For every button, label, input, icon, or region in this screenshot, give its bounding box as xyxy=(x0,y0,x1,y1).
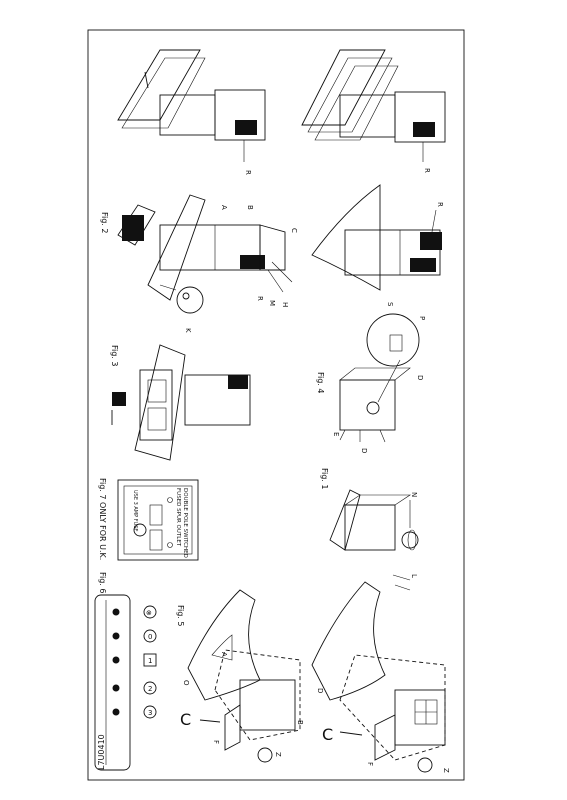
label-r-3: R xyxy=(256,296,264,301)
label-r-2: R xyxy=(423,168,431,173)
control-button-2: 1 xyxy=(148,657,152,665)
label-b: B xyxy=(246,205,254,210)
label-k: K xyxy=(184,328,192,333)
figure-6: Fig. 6 ⊗ 0 1 2 3 xyxy=(94,572,157,771)
label-s: S xyxy=(386,302,394,307)
figure-4: Fig. 4 S P D D E xyxy=(316,302,426,453)
hood-illustration-middle-right: R xyxy=(311,184,444,291)
label-b-2: B xyxy=(296,720,304,725)
fig4-title: Fig. 4 xyxy=(316,372,325,394)
fig2-title: Fig. 2 xyxy=(100,212,109,234)
figure-5: Fig. 5 O A F B Z C xyxy=(176,589,304,763)
label-e: E xyxy=(332,432,340,436)
label-a-2: A xyxy=(220,652,228,657)
hood-illustration-top-right: R xyxy=(301,49,446,173)
screw-symbol-1: C xyxy=(180,710,191,729)
label-p: P xyxy=(418,316,426,320)
figure-3: Fig. 3 xyxy=(110,344,251,461)
figure-5-second-view: D F Z C xyxy=(311,581,450,773)
doc-code: L7U0410 xyxy=(97,734,106,770)
uk-panel-title-1: DOUBLE POLE SWITCHED xyxy=(182,488,188,558)
uk-panel-title-2: FUSED SPUR OUTLET xyxy=(175,488,181,547)
uk-panel-fuse: USE 3 AMP FUSE xyxy=(132,490,138,532)
label-z-2: Z xyxy=(442,768,450,773)
control-button-4: 3 xyxy=(148,709,152,717)
fig5-title: Fig. 5 xyxy=(176,605,185,627)
label-r-4: R xyxy=(436,202,444,207)
fig3-title: Fig. 3 xyxy=(110,345,119,367)
control-panel-buttons: ⊗ 0 1 2 3 xyxy=(143,605,157,719)
label-f-2: F xyxy=(366,762,374,766)
control-panel-outline xyxy=(94,594,131,771)
page-frame xyxy=(87,29,465,781)
label-f-1: F xyxy=(212,740,220,744)
figure-1: Fig. 1 N L xyxy=(320,468,419,591)
label-m: M xyxy=(268,300,276,306)
label-r-1: R xyxy=(244,170,252,175)
fig6-title: Fig. 6 xyxy=(98,572,107,594)
uk-panel-knob xyxy=(133,523,147,537)
control-panel-leds xyxy=(112,608,120,716)
screw-symbol-2: C xyxy=(322,725,333,744)
figure-2: Fig. 2 K A B C R M H xyxy=(100,194,298,333)
label-d-1: D xyxy=(416,375,424,380)
label-n: N xyxy=(410,492,418,497)
control-button-0: ⊗ xyxy=(146,609,152,617)
fig1-title: Fig. 1 xyxy=(320,468,329,490)
label-z-1: Z xyxy=(274,752,282,757)
fig7-title: Fig. 7 ONLY FOR U.K. xyxy=(98,478,107,560)
figure-7: Fig. 7 ONLY FOR U.K. DOUBLE POLE SWITCHE… xyxy=(98,478,199,561)
label-d-2: D xyxy=(360,448,368,453)
control-button-1: 0 xyxy=(148,633,152,641)
label-h: H xyxy=(281,302,289,307)
label-d-3: D xyxy=(316,688,324,693)
control-button-3: 2 xyxy=(148,685,152,693)
label-c: C xyxy=(290,228,298,233)
label-o: O xyxy=(182,680,190,686)
label-l: L xyxy=(410,574,418,578)
hood-illustration-top-left: R xyxy=(117,49,266,175)
label-a: A xyxy=(220,205,228,210)
